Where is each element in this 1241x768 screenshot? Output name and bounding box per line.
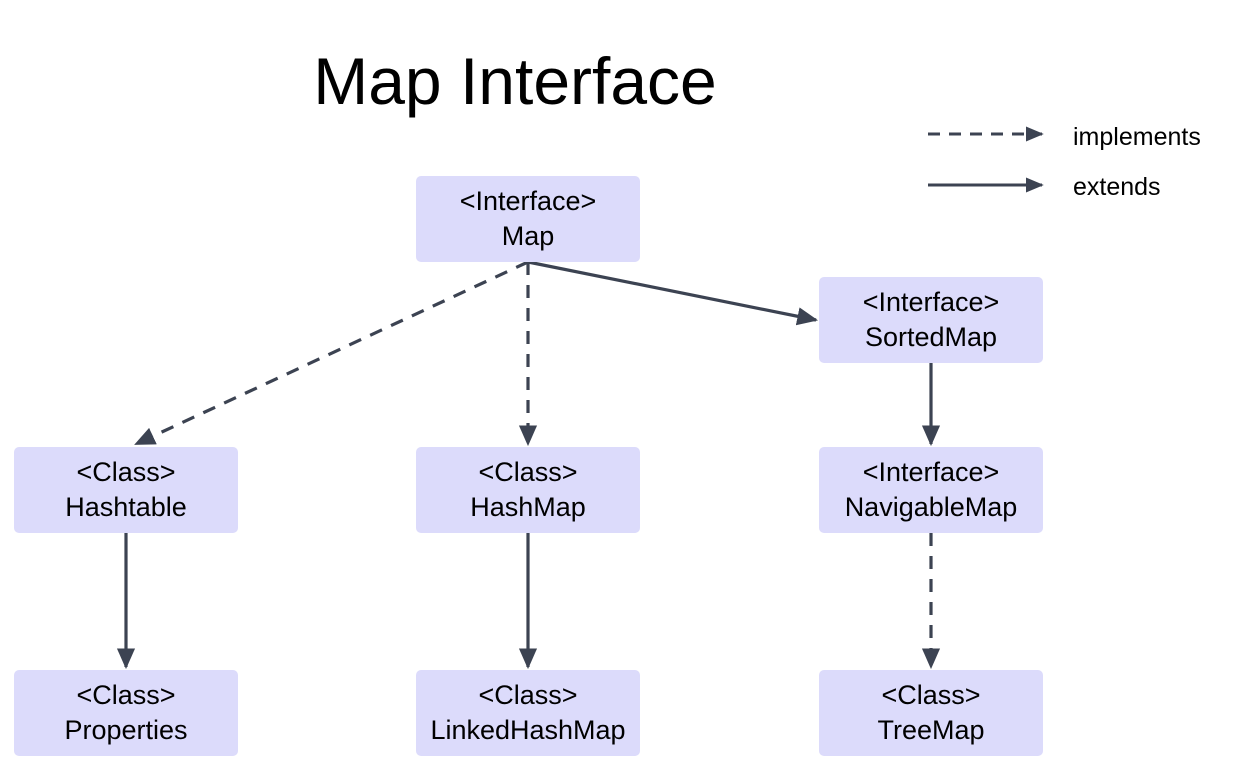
- node-stereotype: <Interface>: [862, 287, 1000, 317]
- legend-label-implements: implements: [1073, 123, 1201, 151]
- legend-label-extends: extends: [1073, 173, 1161, 201]
- node-name: NavigableMap: [844, 492, 1018, 522]
- node-navigablemap[interactable]: <Interface> NavigableMap: [819, 447, 1043, 533]
- node-hashmap[interactable]: <Class> HashMap: [416, 447, 640, 533]
- node-name: SortedMap: [864, 322, 998, 352]
- node-name: TreeMap: [877, 715, 985, 745]
- node-name: Hashtable: [65, 492, 187, 522]
- node-properties[interactable]: <Class> Properties: [14, 670, 238, 756]
- node-stereotype: <Class>: [76, 457, 176, 487]
- node-stereotype: <Class>: [76, 680, 176, 710]
- node-name: HashMap: [470, 492, 586, 522]
- node-stereotype: <Class>: [478, 457, 578, 487]
- node-stereotype: <Interface>: [459, 186, 597, 216]
- node-stereotype: <Interface>: [862, 457, 1000, 487]
- node-name: LinkedHashMap: [430, 715, 626, 745]
- node-sortedmap[interactable]: <Interface> SortedMap: [819, 277, 1043, 363]
- node-map[interactable]: <Interface> Map: [416, 176, 640, 262]
- node-stereotype: <Class>: [881, 680, 981, 710]
- node-treemap[interactable]: <Class> TreeMap: [819, 670, 1043, 756]
- node-hashtable[interactable]: <Class> Hashtable: [14, 447, 238, 533]
- node-linkedhashmap[interactable]: <Class> LinkedHashMap: [416, 670, 640, 756]
- node-name: Properties: [64, 715, 188, 745]
- page-title: Map Interface: [313, 44, 717, 118]
- edge-map-hashtable: [134, 260, 529, 446]
- node-name: Map: [501, 221, 555, 251]
- node-stereotype: <Class>: [478, 680, 578, 710]
- edge-map-sortedmap: [527, 260, 819, 326]
